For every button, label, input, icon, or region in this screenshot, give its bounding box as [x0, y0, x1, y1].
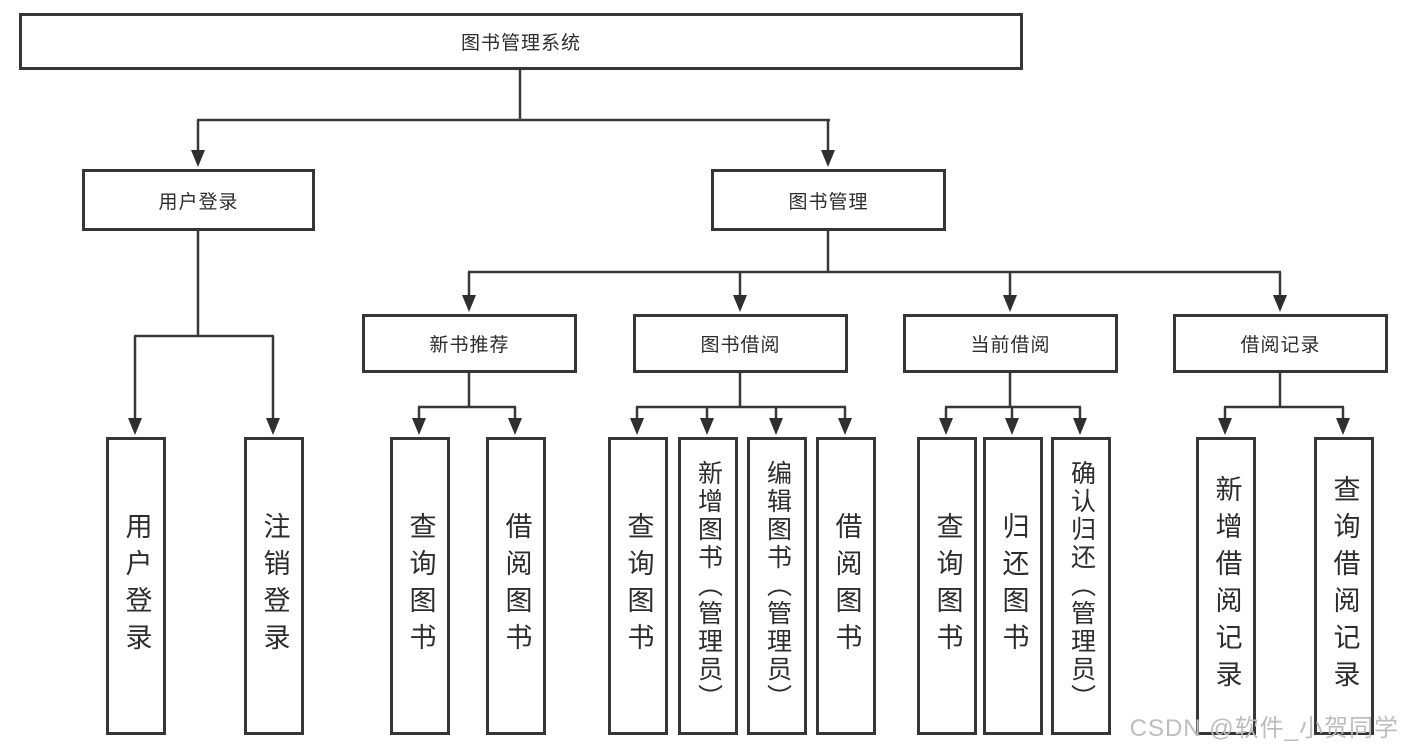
leaf-label: 查询图书	[932, 512, 963, 660]
node-label: 用户登录	[158, 191, 239, 213]
leaf-confirm-return-admin: 确认归还（管理员）	[1051, 437, 1111, 735]
leaf-query-books-borrowing: 查询图书	[608, 437, 668, 735]
leaf-label: 编辑图书（管理员）	[763, 460, 792, 712]
node-borrowing-records: 借阅记录	[1173, 314, 1388, 373]
leaf-add-borrow-record: 新增借阅记录	[1196, 437, 1256, 735]
leaf-add-books-admin: 新增图书（管理员）	[678, 437, 738, 735]
leaf-edit-books-admin: 编辑图书（管理员）	[747, 437, 807, 735]
leaf-logout: 注销登录	[244, 437, 304, 735]
csdn-watermark: CSDN @软件_小贺同学	[1129, 715, 1399, 742]
connector-bookmgmt-to-level3	[462, 229, 1287, 312]
leaf-user-login: 用户登录	[106, 437, 166, 735]
node-label: 图书管理系统	[460, 33, 581, 54]
leaf-label: 查询图书	[405, 512, 436, 660]
connector-bookborrow-to-leaves	[630, 372, 852, 435]
connector-userlogin-to-leaves	[128, 229, 280, 435]
leaf-label: 查询借阅记录	[1329, 475, 1360, 697]
leaf-label: 新增图书（管理员）	[694, 460, 723, 712]
leaf-label: 借阅图书	[831, 512, 862, 660]
leaf-query-books-newbooks: 查询图书	[390, 437, 450, 735]
node-label: 借阅记录	[1240, 335, 1321, 356]
leaf-borrow-books-newbooks: 借阅图书	[486, 437, 546, 735]
node-book-management: 图书管理	[711, 169, 946, 231]
connector-currentborrow-to-leaves	[939, 372, 1087, 435]
leaf-borrow-books-borrowing: 借阅图书	[816, 437, 876, 735]
node-library-management-system: 图书管理系统	[19, 13, 1023, 70]
connector-borrowrecords-to-leaves	[1218, 372, 1350, 435]
leaf-label: 归还图书	[998, 512, 1029, 660]
node-label: 图书借阅	[700, 335, 781, 356]
leaf-label: 确认归还（管理员）	[1067, 460, 1096, 712]
leaf-label: 查询图书	[623, 512, 654, 660]
leaf-label: 用户登录	[121, 512, 152, 660]
leaf-label: 借阅图书	[501, 512, 532, 660]
leaf-label: 注销登录	[259, 512, 290, 660]
connector-newbooks-to-leaves	[412, 372, 522, 435]
node-current-borrowing: 当前借阅	[903, 314, 1118, 373]
node-new-book-recommendation: 新书推荐	[362, 314, 577, 373]
node-label: 当前借阅	[970, 335, 1051, 356]
node-label: 图书管理	[788, 191, 869, 213]
leaf-label: 新增借阅记录	[1211, 475, 1242, 697]
leaf-query-books-current: 查询图书	[917, 437, 977, 735]
node-user-login: 用户登录	[82, 169, 315, 231]
connector-root-to-level2	[191, 68, 835, 167]
node-label: 新书推荐	[429, 335, 510, 356]
leaf-query-borrow-record: 查询借阅记录	[1314, 437, 1374, 735]
node-book-borrowing: 图书借阅	[633, 314, 848, 373]
leaf-return-books: 归还图书	[983, 437, 1043, 735]
